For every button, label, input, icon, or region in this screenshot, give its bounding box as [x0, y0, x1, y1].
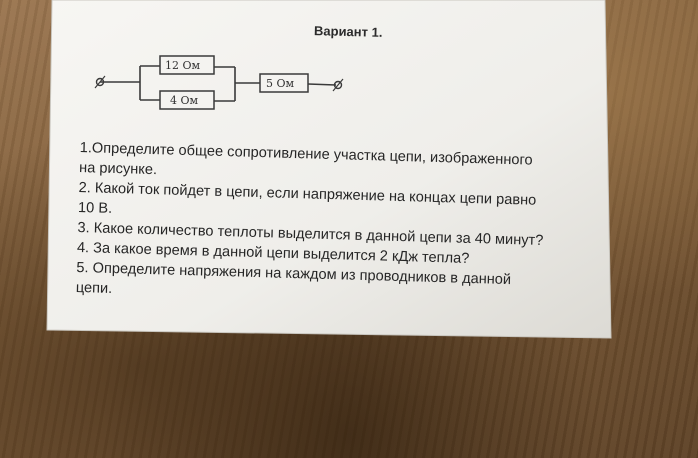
resistor-top: [159, 55, 215, 75]
resistor-series-label: 5 Ом: [266, 77, 295, 90]
resistor-top-label: 12 Ом: [165, 59, 201, 72]
questions-list: 1.Определите общее сопротивление участка…: [76, 138, 625, 313]
right-terminal-icon: [332, 78, 344, 92]
resistor-bottom: [159, 90, 215, 110]
resistor-series: [259, 73, 309, 93]
resistor-bottom-label: 4 Ом: [170, 94, 199, 107]
left-terminal-icon: [94, 75, 106, 89]
